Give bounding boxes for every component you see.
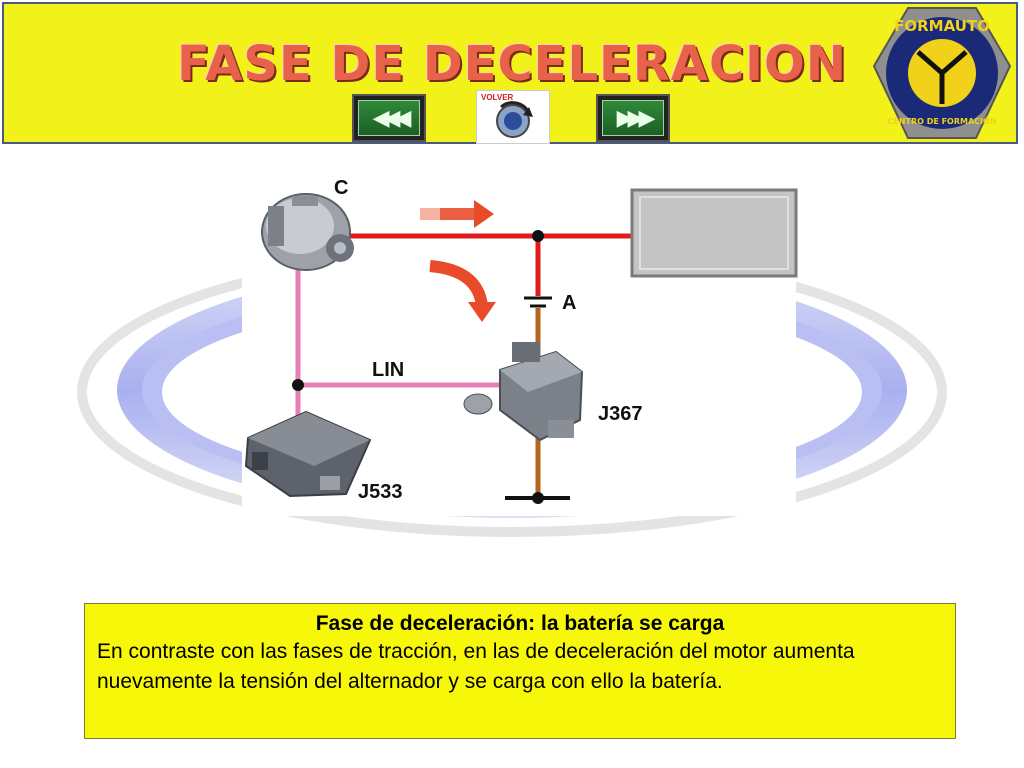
junction-dot — [532, 492, 544, 504]
electrical-diagram: C A LIN J367 J533 — [77, 168, 947, 537]
caption-box: Fase de deceleración: la batería se carg… — [84, 603, 956, 739]
caption-title: Fase de deceleración: la batería se carg… — [315, 612, 725, 635]
junction-dot — [532, 230, 544, 242]
control-unit-component — [244, 410, 372, 498]
previous-button[interactable]: ◀◀◀ — [352, 94, 426, 142]
label-battery: A — [562, 292, 576, 314]
volver-button[interactable]: VOLVER — [476, 90, 550, 144]
label-alternator: C — [334, 177, 348, 199]
label-battery-sensor: J367 — [598, 403, 643, 425]
caption-body: En contraste con las fases de tracción, … — [97, 640, 855, 693]
label-control-unit: J533 — [358, 481, 403, 503]
logo-text-bottom: CENTRO DE FORMACIÓN — [887, 115, 996, 126]
alternator-component — [261, 193, 354, 271]
return-icon — [496, 101, 533, 138]
volver-label: VOLVER — [481, 93, 514, 102]
triple-chevron-right-icon: ▶▶▶ — [602, 100, 664, 136]
triple-chevron-left-icon: ◀◀◀ — [358, 100, 420, 136]
current-arrow-right — [420, 200, 494, 228]
battery-sensor-component — [463, 342, 584, 442]
consumer-box — [630, 188, 798, 278]
battery-symbol — [524, 296, 552, 308]
current-arrow-down — [429, 260, 496, 322]
formauto-logo: FORMAUTO CENTRO DE FORMACIÓN — [872, 7, 1012, 139]
junction-dot — [292, 379, 304, 391]
page-title: FASE DE DECELERACION — [176, 36, 848, 92]
logo-text-top: FORMAUTO — [894, 17, 990, 35]
label-lin: LIN — [372, 359, 404, 381]
next-button[interactable]: ▶▶▶ — [596, 94, 670, 142]
